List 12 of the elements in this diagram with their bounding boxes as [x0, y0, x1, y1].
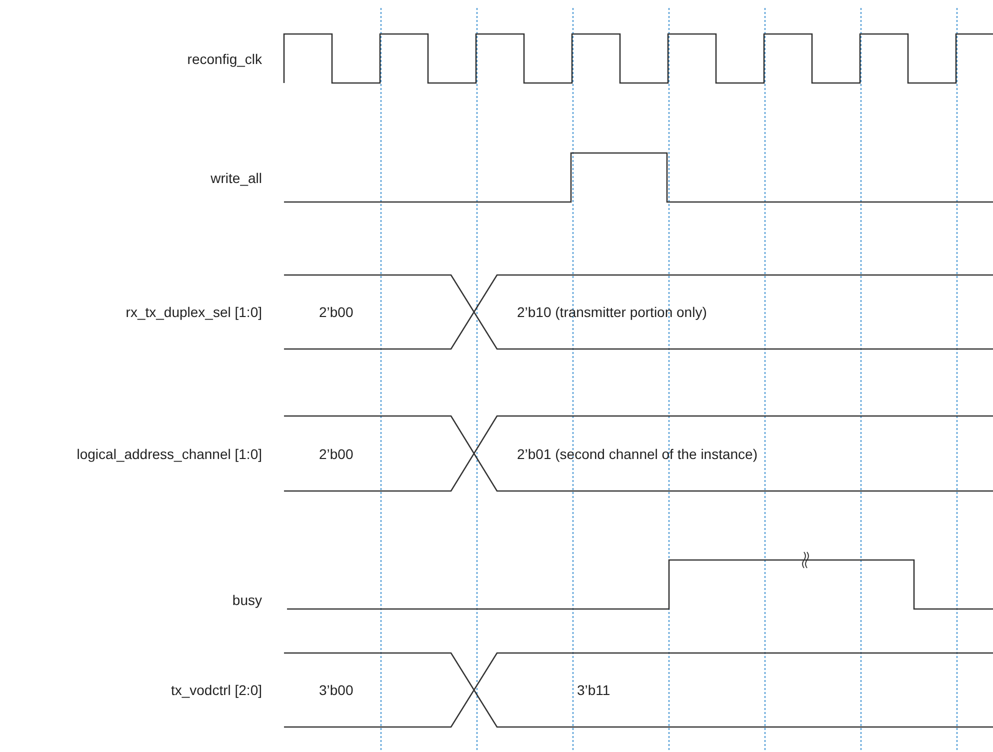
signal-name: rx_tx_duplex_sel [1:0]	[126, 303, 262, 321]
bus-value: 3’b11	[577, 681, 610, 699]
bus-value: 3’b00	[319, 681, 354, 699]
signal-name: write_all	[210, 168, 262, 186]
signal-name: logical_address_channel [1:0]	[76, 444, 262, 462]
bus-value: 2’b00	[319, 444, 354, 462]
bus-value: 2’b10 (transmitter portion only)	[517, 303, 707, 321]
signal-name: reconfig_clk	[187, 50, 262, 68]
bus-value: 2’b01 (second channel of the instance)	[517, 444, 758, 462]
bus-value: 2’b00	[319, 303, 354, 321]
signal-name: busy	[232, 590, 262, 608]
signal-name: tx_vodctrl [2:0]	[170, 681, 262, 699]
